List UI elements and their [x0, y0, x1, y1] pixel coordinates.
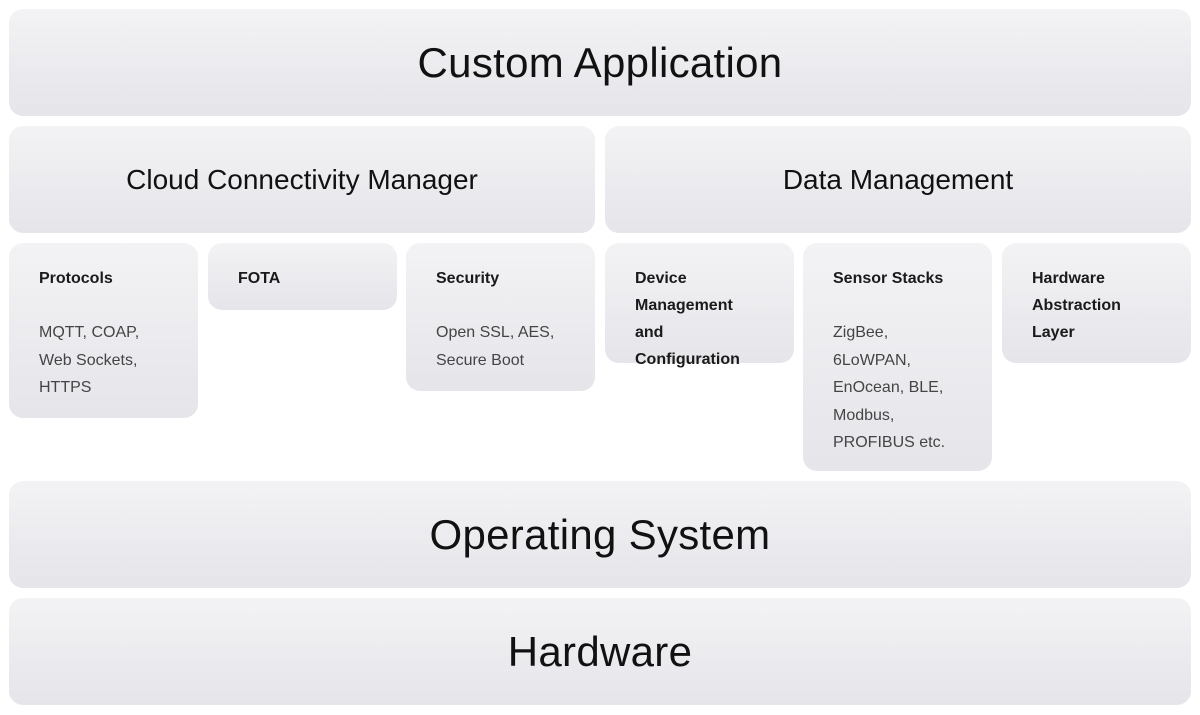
device-management-title: Device Management and Configuration	[635, 270, 740, 368]
data-management-label: Data Management	[782, 163, 1014, 195]
protocols-body: MQTT, COAP, Web Sockets, HTTPS	[39, 324, 140, 396]
fota-card: FOTA	[208, 243, 397, 310]
protocols-title: Protocols	[39, 270, 113, 287]
security-body: Open SSL, AES, Secure Boot	[436, 324, 555, 369]
hardware-abstraction-layer-card: Hardware Abstraction Layer	[1002, 243, 1191, 363]
data-management-layer: Data Management	[605, 126, 1191, 233]
custom-application-label: Custom Application	[417, 38, 783, 86]
hardware-label: Hardware	[507, 627, 693, 675]
device-management-card: Device Management and Configuration	[605, 243, 794, 368]
sensor-stacks-body: ZigBee, 6LoWPAN, EnOcean, BLE, Modbus, P…	[833, 324, 946, 451]
hardware-layer: Hardware	[9, 598, 1191, 705]
hardware-abstraction-layer-title: Hardware Abstraction Layer	[1032, 270, 1121, 341]
operating-system-layer: Operating System	[9, 481, 1191, 588]
fota-title: FOTA	[238, 270, 281, 287]
cloud-connectivity-manager-label: Cloud Connectivity Manager	[126, 163, 478, 195]
cloud-connectivity-manager-layer: Cloud Connectivity Manager	[9, 126, 595, 233]
security-card: Security Open SSL, AES, Secure Boot	[406, 243, 595, 391]
security-title: Security	[436, 270, 500, 287]
custom-application-layer: Custom Application	[9, 9, 1191, 116]
operating-system-label: Operating System	[429, 510, 771, 558]
sensor-stacks-card: Sensor Stacks ZigBee, 6LoWPAN, EnOcean, …	[803, 243, 992, 471]
protocols-card: Protocols MQTT, COAP, Web Sockets, HTTPS	[9, 243, 198, 418]
sensor-stacks-title: Sensor Stacks	[833, 270, 944, 287]
